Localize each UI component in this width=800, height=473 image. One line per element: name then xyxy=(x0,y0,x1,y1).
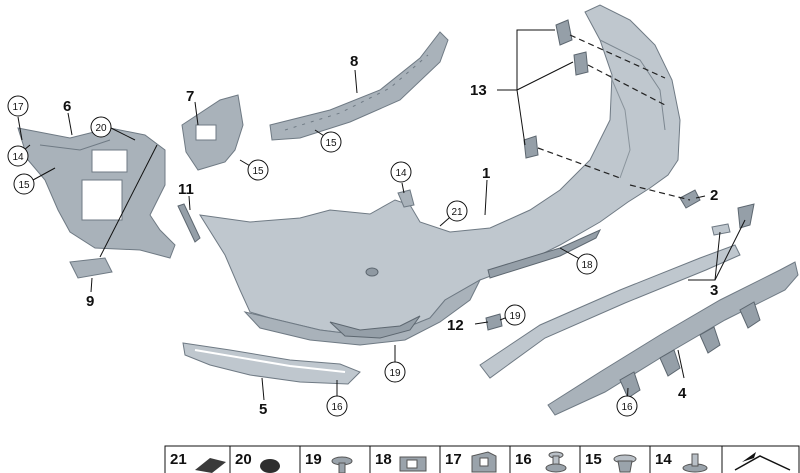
callout-16-part4: 16 xyxy=(616,395,638,417)
left-bracket xyxy=(17,127,176,259)
callout-21: 21 xyxy=(446,200,468,222)
callout-17: 17 xyxy=(7,95,29,117)
svg-text:14: 14 xyxy=(12,152,24,163)
legend-num-19: 19 xyxy=(305,451,322,468)
legend-num-21: 21 xyxy=(170,451,187,468)
label-12: 12 xyxy=(447,317,464,334)
label-6: 6 xyxy=(63,98,71,115)
svg-text:18: 18 xyxy=(581,260,593,271)
callout-20: 20 xyxy=(90,116,112,138)
callout-19-bottom: 19 xyxy=(384,361,406,383)
svg-text:16: 16 xyxy=(621,402,633,413)
part-9-clip xyxy=(69,257,113,279)
svg-text:15: 15 xyxy=(325,138,337,149)
svg-text:19: 19 xyxy=(389,368,401,379)
callout-16-part5: 16 xyxy=(326,395,348,417)
svg-text:17: 17 xyxy=(12,102,24,113)
pad-icon xyxy=(195,458,226,473)
callout-19-right: 19 xyxy=(504,304,526,326)
callout-14-left: 14 xyxy=(7,145,29,167)
svg-text:15: 15 xyxy=(252,166,264,177)
label-7: 7 xyxy=(186,88,194,105)
legend-num-14: 14 xyxy=(655,451,672,468)
spring-clip-icon xyxy=(471,451,497,473)
label-1: 1 xyxy=(482,165,490,182)
part-7-bracket xyxy=(181,94,244,171)
legend-num-15: 15 xyxy=(585,451,602,468)
label-3: 3 xyxy=(710,282,718,299)
dash-line-2 xyxy=(587,64,666,106)
clip-nut-icon xyxy=(399,456,427,472)
callout-15-part8: 15 xyxy=(320,131,342,153)
label-4: 4 xyxy=(678,385,687,402)
legend-num-18: 18 xyxy=(375,451,392,468)
part-8-rail xyxy=(269,31,449,141)
part-5-trim xyxy=(182,342,361,385)
svg-text:20: 20 xyxy=(95,123,107,134)
part-14-clip xyxy=(397,189,415,208)
legend-num-17: 17 xyxy=(445,451,462,468)
part-3-strip xyxy=(479,244,741,379)
svg-text:19: 19 xyxy=(509,311,521,322)
label-11: 11 xyxy=(178,181,194,198)
dash-line-1 xyxy=(569,34,666,79)
part-11-reflector xyxy=(177,203,201,243)
legend-num-20: 20 xyxy=(235,451,252,468)
label-8: 8 xyxy=(350,53,358,70)
leader-lines xyxy=(17,29,746,406)
part-2b-clip xyxy=(737,203,755,229)
push-pin-icon xyxy=(682,453,708,473)
callout-14-center: 14 xyxy=(390,161,412,183)
parts-legend-bar: 21 20 19 18 17 16 15 14 xyxy=(164,445,800,473)
part-12-clip xyxy=(485,313,503,331)
svg-text:16: 16 xyxy=(331,402,343,413)
svg-text:14: 14 xyxy=(395,168,407,179)
bumper-cover xyxy=(199,4,681,346)
part-2-clip xyxy=(679,189,701,209)
svg-text:15: 15 xyxy=(18,180,30,191)
rivet-icon xyxy=(545,451,567,473)
svg-text:21: 21 xyxy=(451,207,463,218)
label-5: 5 xyxy=(259,401,267,418)
part-3b-clip xyxy=(711,223,731,236)
screw-icon xyxy=(331,456,353,473)
callout-18: 18 xyxy=(576,253,598,275)
part-13-brackets xyxy=(523,19,589,159)
label-9: 9 xyxy=(86,293,94,310)
arrow-symbol-icon xyxy=(734,452,791,471)
grommet-icon xyxy=(260,459,280,473)
callout-15-left: 15 xyxy=(13,173,35,195)
callout-15-part7: 15 xyxy=(247,159,269,181)
part-4-diffuser xyxy=(547,261,799,416)
label-2: 2 xyxy=(710,187,718,204)
expansion-rivet-icon xyxy=(613,454,637,473)
label-13: 13 xyxy=(470,82,487,99)
dash-line-3 xyxy=(537,147,621,179)
legend-num-16: 16 xyxy=(515,451,532,468)
dash-line-4 xyxy=(629,184,691,201)
